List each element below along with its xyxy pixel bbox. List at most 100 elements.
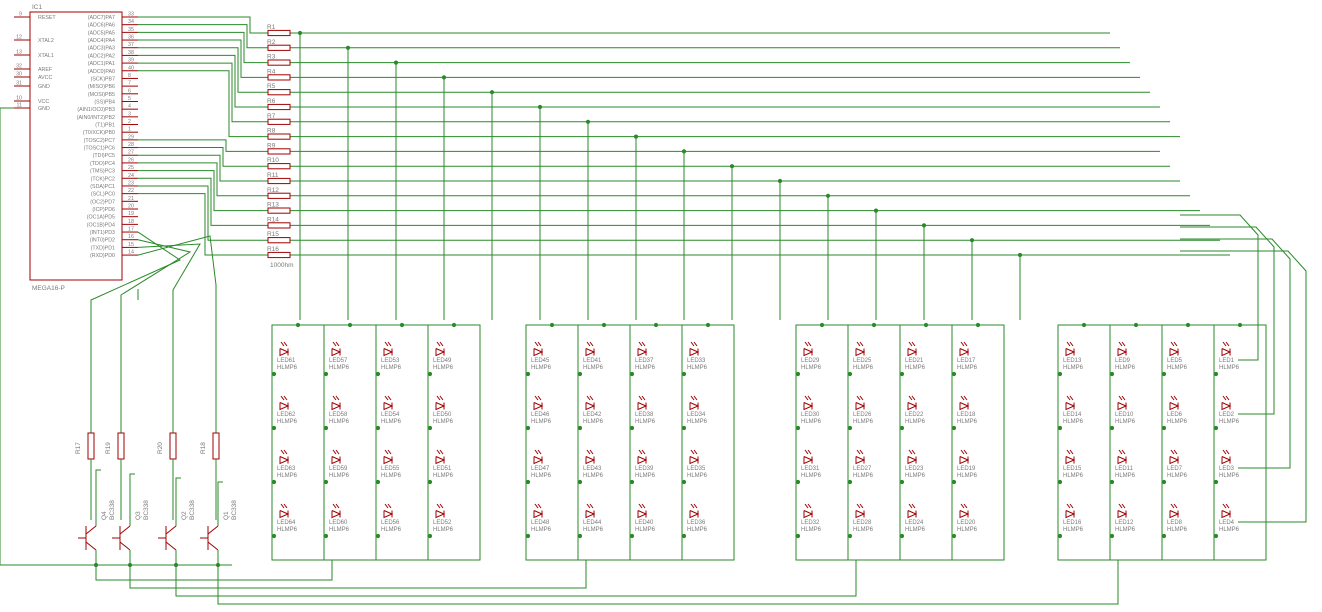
led-part-label: HLMP6 [1115, 527, 1136, 533]
led-ref-label: LED22 [905, 412, 924, 418]
ic-to-base-wire [120, 239, 192, 433]
led-ref-label: LED38 [635, 412, 654, 418]
led-emit-arrow [1173, 395, 1178, 401]
led-emit-arrow [534, 395, 539, 401]
led-emit-arrow [283, 341, 288, 347]
led-emit-arrow [1225, 395, 1230, 401]
ic-pin-name: (ADC3)PA3 [88, 46, 115, 52]
microcontroller-ic1: IC1 MEGA16-P 9RESET12XTAL213XTAL132AREF3… [14, 4, 138, 292]
led-diode-symbol [689, 456, 700, 465]
led-emit-arrow [589, 503, 594, 509]
column-resistor-label: R5 [267, 83, 276, 90]
led-diode-symbol [1169, 456, 1180, 465]
row-drive-run [217, 550, 1119, 605]
led-diode-symbol [1117, 456, 1128, 465]
led-part-label: HLMP6 [583, 365, 604, 371]
ic-pin-name: GND [38, 84, 50, 90]
led-diode-symbol [331, 510, 342, 519]
resistor-to-column-wire [290, 210, 877, 320]
column-resistor [267, 222, 291, 229]
led-ref-label: LED53 [381, 358, 400, 364]
led-part-label: HLMP6 [957, 365, 978, 371]
led-part-label: HLMP6 [957, 473, 978, 479]
led-ref-label: LED33 [687, 358, 706, 364]
led-diode-symbol [383, 402, 394, 411]
transistor-collector-leg [207, 525, 219, 535]
transistor-part-label: BC338 [189, 500, 196, 520]
led-emit-arrow [856, 449, 861, 455]
led-part-label: HLMP6 [853, 527, 874, 533]
led-diode-symbol [1169, 348, 1180, 357]
led-emit-arrow [332, 449, 337, 455]
led-ref-label: LED30 [801, 412, 820, 418]
led-part-label: HLMP6 [433, 419, 454, 425]
led-part-label: HLMP6 [531, 365, 552, 371]
led-emit-arrow [436, 395, 441, 401]
led-emit-arrow [586, 395, 591, 401]
led-diode-symbol [383, 456, 394, 465]
row-drive-run [175, 550, 857, 597]
led-part-label: HLMP6 [1167, 473, 1188, 479]
return-wire [1180, 214, 1259, 361]
led-emit-arrow [439, 449, 444, 455]
column-feed-junction [653, 322, 659, 328]
ic-to-resistor-wire [138, 16, 268, 34]
ic-pin-number: 24 [128, 173, 134, 179]
ic-pin-number: 37 [128, 42, 134, 48]
led-emit-arrow [911, 449, 916, 455]
led-ref-label: LED18 [957, 412, 976, 418]
resistor-to-column-wire [290, 239, 973, 320]
ic-pin-number: 5 [128, 96, 131, 102]
led-ref-label: LED52 [433, 520, 452, 526]
ic-to-resistor-wire [138, 54, 268, 108]
led-diode-symbol [279, 510, 290, 519]
collector-wire [129, 473, 135, 526]
ic-part-label: MEGA16-P [32, 285, 65, 292]
led-emit-arrow [804, 341, 809, 347]
collector-wire [175, 477, 181, 526]
ic-pin-name: (RXD)PD0 [90, 253, 115, 259]
led-part-label: HLMP6 [433, 473, 454, 479]
ic-pin-name: (TOSC1)PC6 [84, 146, 115, 152]
ic-pin-name: (OC2)PD7 [90, 199, 115, 205]
ic-to-resistor-wire [138, 154, 268, 182]
led-emit-arrow [534, 503, 539, 509]
led-diode-symbol [435, 348, 446, 357]
ic-to-base-wire [137, 235, 217, 433]
ic-pin-name: AREF [38, 67, 53, 73]
row-junction [629, 371, 635, 377]
led-ref-label: LED7 [1167, 466, 1183, 472]
led-diode-symbol [1065, 348, 1076, 357]
row-junction [577, 371, 583, 377]
led-emit-arrow [1066, 449, 1071, 455]
led-emit-arrow [641, 449, 646, 455]
led-diode-symbol [331, 348, 342, 357]
resistor-to-column-wire [290, 106, 541, 320]
led-ref-label: LED8 [1167, 520, 1183, 526]
led-diode-symbol [637, 456, 648, 465]
resistor-to-column-wire [290, 195, 829, 320]
ic-pin-name: (ADC7)PA7 [88, 15, 115, 21]
led-emit-arrow [586, 503, 591, 509]
led-part-label: HLMP6 [635, 527, 656, 533]
ic-pin-number: 33 [128, 12, 134, 18]
led-ref-label: LED5 [1167, 358, 1183, 364]
row-junction [1057, 425, 1063, 431]
led-ref-label: LED29 [801, 358, 820, 364]
transistor-collector-leg [119, 525, 131, 535]
led-emit-arrow [283, 503, 288, 509]
led-emit-arrow [1066, 503, 1071, 509]
resistor-to-column-wire [290, 180, 781, 320]
led-part-label: HLMP6 [635, 419, 656, 425]
led-emit-arrow [638, 449, 643, 455]
led-emit-arrow [589, 395, 594, 401]
led-ref-label: LED54 [381, 412, 400, 418]
led-emit-arrow [911, 341, 916, 347]
column-resistor-label: R2 [267, 39, 276, 46]
column-resistor [267, 29, 291, 37]
led-diode-symbol [279, 456, 290, 465]
resistor-to-column-wire [290, 254, 1021, 320]
led-diode-symbol [689, 402, 700, 411]
led-diode-symbol [533, 456, 544, 465]
